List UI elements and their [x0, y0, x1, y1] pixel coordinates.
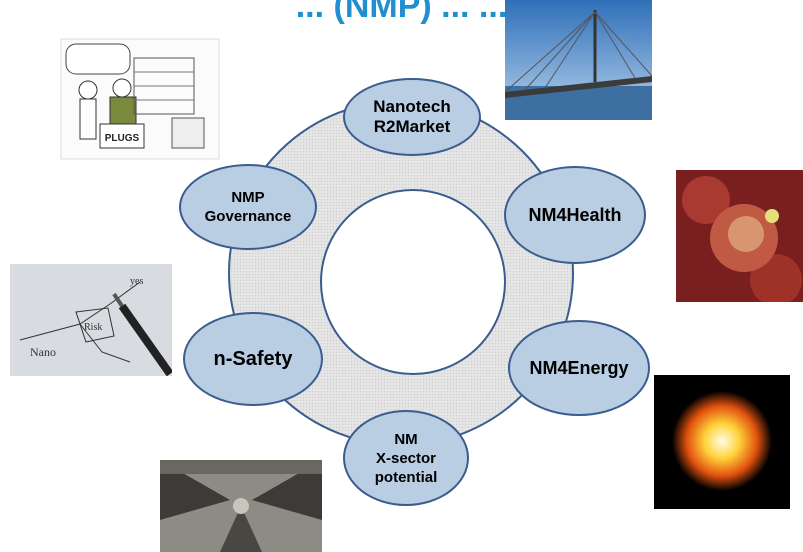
- page-title: ... (NMP) ... ...: [0, 0, 803, 26]
- cartoon-sign-text: PLUGS: [105, 133, 140, 144]
- node-label: NM4Energy: [529, 357, 629, 378]
- ring-center: [320, 189, 506, 375]
- cell-photo: [676, 170, 803, 302]
- node-label: NM4Health: [528, 204, 622, 225]
- node-label: n-Safety: [213, 347, 293, 370]
- sketch-word-nano: Nano: [30, 345, 56, 359]
- sketch-word-yes: yes: [130, 276, 143, 287]
- node-n-safety[interactable]: n-Safety: [183, 312, 323, 406]
- crowd-photo: [160, 460, 322, 552]
- sketch-photo: Nano Risk yes: [10, 264, 172, 376]
- sketch-word-risk: Risk: [84, 322, 102, 333]
- bridge-photo: [505, 0, 652, 120]
- node-label: Nanotech R2Market: [373, 97, 451, 136]
- explosion-photo: [654, 375, 790, 509]
- node-nm4health[interactable]: NM4Health: [504, 166, 646, 264]
- node-nanotech-r2market[interactable]: Nanotech R2Market: [343, 78, 481, 156]
- node-label: NM X-sector potential: [374, 430, 438, 486]
- node-nm4energy[interactable]: NM4Energy: [508, 320, 650, 416]
- node-nm-x-sector[interactable]: NM X-sector potential: [343, 410, 469, 506]
- node-label: NMP Governance: [204, 189, 292, 225]
- page-title-text: ... (NMP) ... ...: [295, 0, 508, 25]
- node-nmp-governance[interactable]: NMP Governance: [179, 164, 317, 250]
- cartoon-illustration: PLUGS: [60, 38, 220, 160]
